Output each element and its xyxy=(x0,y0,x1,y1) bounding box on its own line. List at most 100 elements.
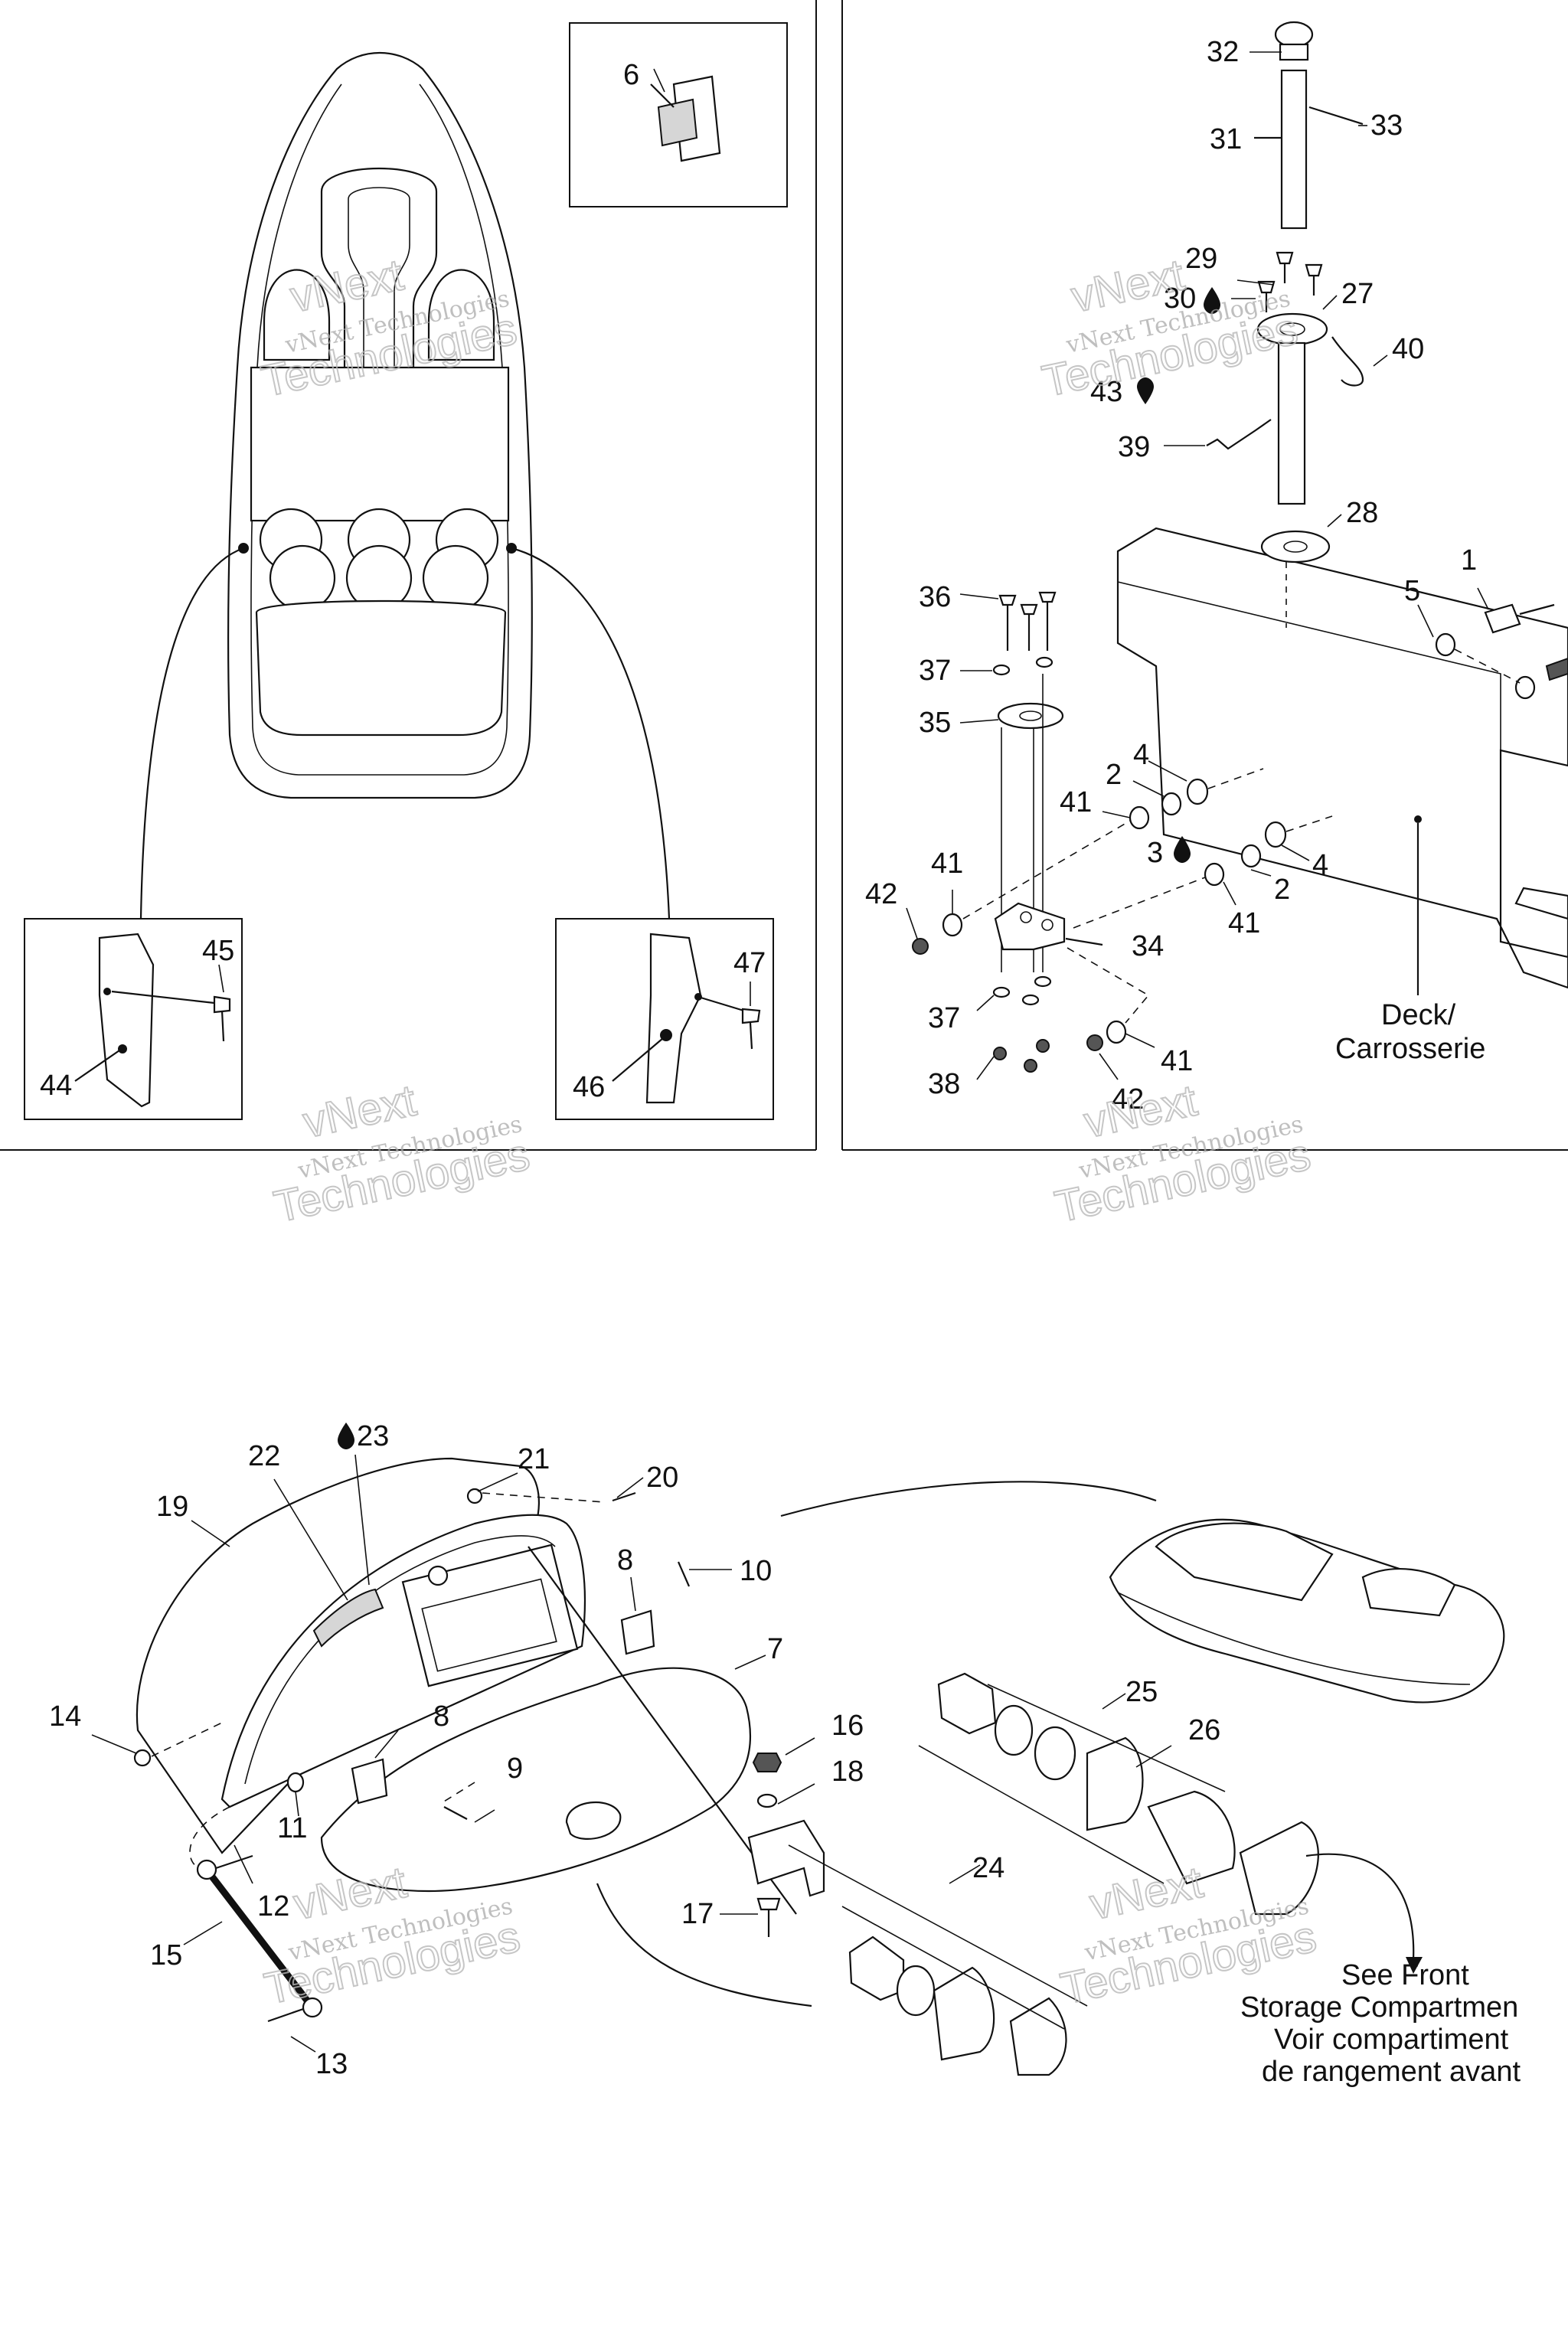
bolt-36c xyxy=(1038,591,1057,603)
leader-23 xyxy=(354,1454,370,1586)
dash-e xyxy=(1067,947,1150,1024)
see-front-line3: Voir compartiment xyxy=(1274,2024,1509,2056)
cockpit-floor xyxy=(250,366,510,522)
label-45: 45 xyxy=(202,935,234,967)
leader-19 xyxy=(191,1520,230,1547)
label-34: 34 xyxy=(1132,930,1164,962)
leader-44 xyxy=(74,1050,120,1082)
leader-15 xyxy=(183,1921,223,1945)
clip-tab xyxy=(657,98,698,147)
washer-41a xyxy=(1129,805,1150,830)
rear-deck xyxy=(255,599,507,737)
label-2b: 2 xyxy=(1274,874,1290,906)
label-39: 39 xyxy=(1118,431,1150,463)
leader-20 xyxy=(616,1477,644,1498)
lock-bezel-lower xyxy=(1009,1997,1067,2076)
leader-38 xyxy=(976,1056,995,1080)
lock-upper-bracket-line-a xyxy=(918,1745,1165,1884)
label-18: 18 xyxy=(831,1756,864,1788)
label-42a: 42 xyxy=(865,878,897,910)
arrow-see-front-head xyxy=(1406,1957,1423,1974)
dash-21 xyxy=(482,1492,606,1503)
leader-41d xyxy=(1125,1033,1155,1048)
column-tube xyxy=(1277,341,1306,505)
rivet-20 xyxy=(612,1491,636,1502)
bracket-17 xyxy=(747,1819,825,1897)
label-37b: 37 xyxy=(928,1002,960,1034)
deck-section xyxy=(1116,527,1568,989)
hole-44b xyxy=(118,1044,127,1054)
rivet-12 xyxy=(215,1854,253,1870)
label-41a: 41 xyxy=(1060,786,1092,818)
label-5: 5 xyxy=(1404,575,1420,607)
plate-27-hole xyxy=(1279,322,1305,336)
bezel-hole xyxy=(427,1565,449,1586)
leader-13 xyxy=(290,2036,316,2053)
inset-box-part-46-47 xyxy=(555,918,774,1120)
leader-18 xyxy=(777,1783,815,1805)
washer-4b xyxy=(1264,821,1287,848)
lock-bezel-upper xyxy=(1239,1821,1319,1916)
leader-2b xyxy=(1250,869,1272,877)
watermark-3: vNext vNext Technologies Technologies xyxy=(269,1075,534,1233)
deck-note-line1: Deck/ xyxy=(1381,999,1456,1031)
inset-box-part-6 xyxy=(569,22,788,207)
screw-47-shank xyxy=(749,1022,753,1050)
plate-35 xyxy=(997,702,1064,730)
nut-16 xyxy=(752,1753,782,1772)
screw-45-head xyxy=(213,995,231,1014)
part-6-clip xyxy=(650,75,721,162)
leader-22 xyxy=(273,1478,348,1601)
bolt-1b xyxy=(1545,657,1568,681)
bolt-36b xyxy=(1020,603,1038,616)
strap-15 xyxy=(204,1867,315,2010)
label-20: 20 xyxy=(646,1462,678,1494)
label-12: 12 xyxy=(257,1890,289,1922)
leader-28 xyxy=(1327,514,1342,528)
deck-note-line2: Carrosserie xyxy=(1335,1033,1485,1065)
label-1: 1 xyxy=(1461,544,1477,577)
label-22: 22 xyxy=(248,1440,280,1472)
arrow-47 xyxy=(697,995,750,1014)
washer-37d xyxy=(1034,975,1052,988)
label-11: 11 xyxy=(277,1812,307,1844)
washer-5b xyxy=(1514,675,1536,700)
drop-icon-3 xyxy=(1174,836,1191,863)
label-2a: 2 xyxy=(1106,759,1122,791)
leader-4b xyxy=(1281,844,1310,861)
trim-panel-44 xyxy=(98,933,155,1108)
label-9: 9 xyxy=(507,1753,523,1785)
see-front-line1: See Front xyxy=(1341,1959,1469,1991)
right-seat-bolster xyxy=(427,269,495,361)
leader-8b xyxy=(630,1576,636,1612)
washer-11 xyxy=(286,1772,305,1793)
leader-6-label xyxy=(653,68,665,93)
leader-46 xyxy=(612,1037,664,1082)
spring-clip-39 xyxy=(1206,419,1272,450)
nut-42b xyxy=(1086,1034,1103,1051)
bracket-34-hole xyxy=(1020,911,1032,923)
curve-to-watercraft xyxy=(780,1481,1157,1517)
rivet-10 xyxy=(677,1561,691,1587)
leader-7 xyxy=(734,1655,766,1670)
washer-41b xyxy=(942,913,963,937)
lock-ring-b xyxy=(1034,1726,1076,1781)
washer-37c xyxy=(992,986,1011,998)
screw-47-head xyxy=(741,1008,761,1024)
lock-sleeve-26 xyxy=(1086,1736,1144,1831)
door-7 xyxy=(320,1667,752,1893)
label-4a: 4 xyxy=(1133,739,1149,771)
nut-38c xyxy=(1036,1039,1050,1053)
leader-9 xyxy=(474,1809,495,1823)
label-41b: 41 xyxy=(931,848,963,880)
rivet-13 xyxy=(267,2007,304,2023)
dash-9 xyxy=(439,1782,475,1805)
leader-27 xyxy=(1322,295,1338,310)
label-44: 44 xyxy=(40,1070,72,1102)
label-29: 29 xyxy=(1185,243,1217,275)
lock-lower-bracket-line-a xyxy=(788,1844,1088,2007)
dash-strap xyxy=(189,1806,230,1869)
leader-6 xyxy=(650,83,675,108)
nut-38b xyxy=(1024,1059,1037,1073)
knob-base-32 xyxy=(1279,43,1309,61)
